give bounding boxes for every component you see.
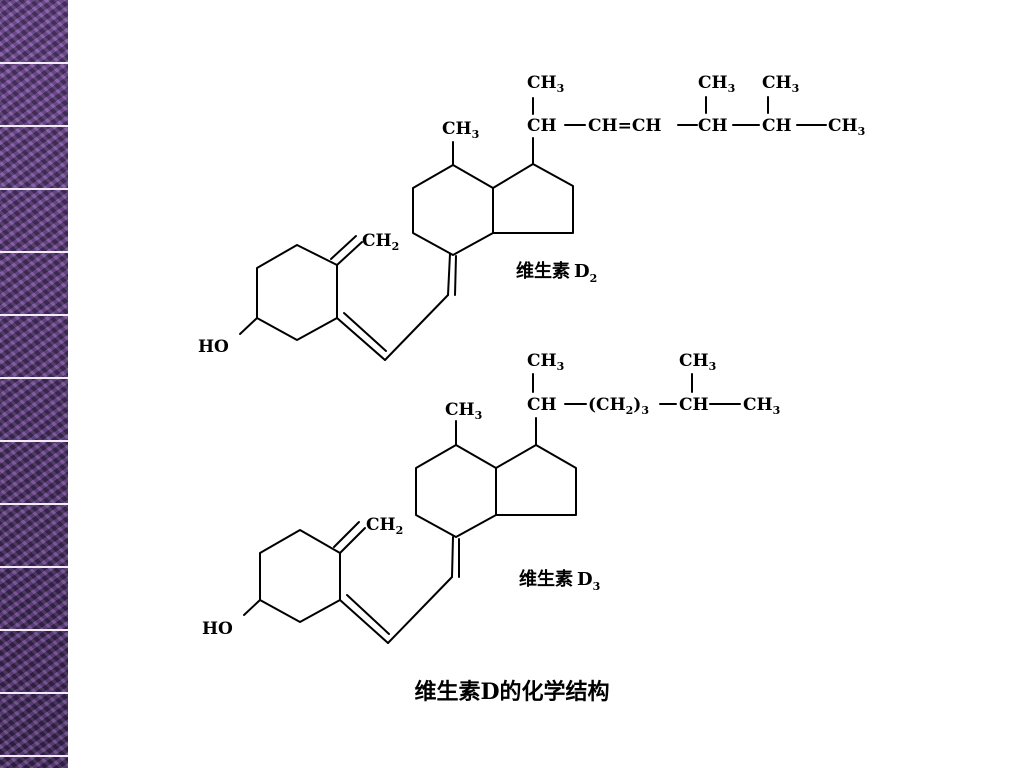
- border-tile-separator: [0, 566, 68, 568]
- d2-chain-top-methyl: CH3: [527, 73, 564, 95]
- d3-hydroxyl-bond: [243, 599, 261, 616]
- border-tile-separator: [0, 755, 68, 757]
- border-tile-separator: [0, 62, 68, 64]
- decorative-border-strip: [0, 0, 68, 768]
- d2-c-ring: [412, 164, 494, 256]
- d2-hydroxyl-label: HO: [198, 337, 229, 357]
- d3-linker-exo-1: [451, 536, 454, 578]
- d2-hydroxyl-bond: [239, 317, 258, 335]
- d3-chain-end-methyl: CH3: [743, 395, 780, 417]
- d3-chain-mid: (CH2)3: [588, 395, 649, 417]
- d2-a-ring: [256, 244, 338, 341]
- d2-linker-single: [384, 294, 449, 361]
- border-tile-separator: [0, 188, 68, 190]
- border-tile-separator: [0, 377, 68, 379]
- d3-a-ring: [259, 529, 341, 623]
- d3-linker-single: [387, 576, 453, 644]
- d3-hydroxyl-label: HO: [202, 619, 233, 639]
- d2-d-ring: [492, 163, 574, 234]
- d3-linker-double-1: [339, 599, 389, 644]
- d3-linker-double-2: [346, 594, 390, 635]
- d3-chain-ch-1: CH: [527, 395, 557, 415]
- d3-chain-ch-2: CH: [679, 395, 709, 415]
- d2-linker-exo-1: [447, 253, 451, 296]
- d2-chain-ch2-methyl: CH3: [698, 73, 735, 95]
- d2-methylene-bond-1: [336, 241, 363, 266]
- d2-chain-ch-3: CH: [762, 116, 792, 136]
- border-tile-separator: [0, 629, 68, 631]
- d3-c-ring: [415, 444, 497, 538]
- d3-methylene-bond-1: [339, 527, 366, 554]
- d3-ring-methyl-label: CH3: [445, 400, 482, 422]
- d2-chain-ch-1: CH: [527, 116, 557, 136]
- d2-methylene-bond-2: [330, 235, 357, 260]
- d3-d-ring: [495, 444, 577, 516]
- d2-chain-ch-2: CH: [698, 116, 728, 136]
- d2-methylene-label: CH2: [362, 231, 399, 253]
- border-tile-separator: [0, 251, 68, 253]
- border-tile-separator: [0, 314, 68, 316]
- d2-chain-ene: CH=CH: [588, 116, 661, 136]
- d2-ring-methyl-label: CH3: [442, 119, 479, 141]
- figure-caption: 维生素D的化学结构: [414, 679, 610, 705]
- d3-methylene-label: CH2: [366, 515, 403, 537]
- d3-methylene-bond-2: [333, 521, 360, 548]
- border-tile-separator: [0, 692, 68, 694]
- vitamin-d2-structure: CH3 CH2 HO CH3 CH CH=CH CH3 CH CH3 CH CH…: [198, 73, 865, 361]
- d2-linker-exo-2: [454, 255, 457, 296]
- d2-chain-end-methyl: CH3: [828, 116, 865, 138]
- border-tile-separator: [0, 503, 68, 505]
- d3-chain-ch2-methyl: CH3: [679, 351, 716, 373]
- d2-chain-ch3-methyl: CH3: [762, 73, 799, 95]
- d3-chain-top-methyl: CH3: [527, 351, 564, 373]
- d2-linker-double-2: [343, 312, 387, 352]
- border-tile-separator: [0, 125, 68, 127]
- border-tile-separator: [0, 440, 68, 442]
- d2-linker-double-1: [336, 317, 386, 361]
